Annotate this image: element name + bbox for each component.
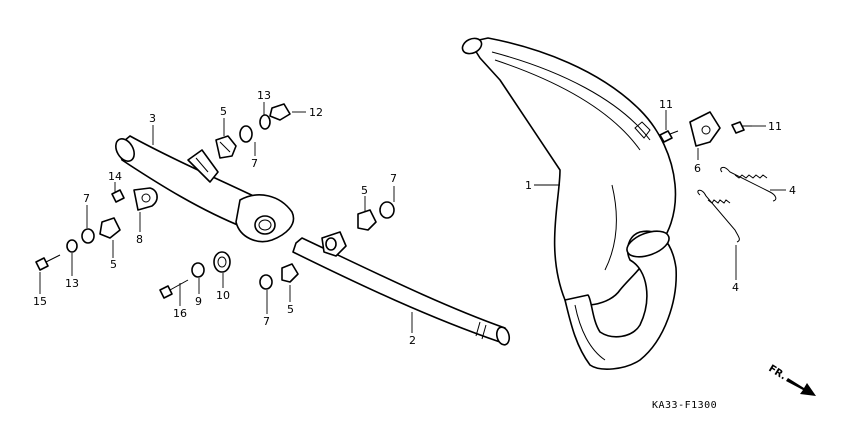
callout-13-top: 13 <box>257 89 271 102</box>
grommet-7-mid <box>379 201 395 219</box>
callout-11-left: 11 <box>659 98 673 111</box>
callout-9: 9 <box>195 295 202 308</box>
callout-12: 12 <box>309 106 323 119</box>
grommet-7-low <box>259 274 273 290</box>
bolt-11-left <box>659 130 679 143</box>
callout-2: 2 <box>409 334 416 347</box>
spring-lower <box>697 189 740 243</box>
expansion-chamber <box>461 37 677 370</box>
callout-5-top: 5 <box>220 105 227 118</box>
bolt-16 <box>159 279 189 299</box>
callout-13-left: 13 <box>65 277 79 290</box>
arrow-icon <box>786 378 816 396</box>
callout-4-lower: 4 <box>732 281 739 294</box>
callout-6: 6 <box>694 162 701 175</box>
grommet-7-left <box>81 228 95 244</box>
clamp-8 <box>133 187 158 211</box>
callout-5-left: 5 <box>110 258 117 271</box>
leader-lines <box>39 102 786 333</box>
front-direction-arrow: FR. <box>766 363 816 396</box>
callout-7-low: 7 <box>263 315 270 328</box>
bolt-11-right <box>731 121 752 134</box>
callout-5-mid: 5 <box>361 184 368 197</box>
bracket-6 <box>689 111 721 147</box>
callout-15: 15 <box>33 295 47 308</box>
callout-3: 3 <box>149 112 156 125</box>
callout-1: 1 <box>525 179 532 192</box>
joint-tube <box>115 135 295 243</box>
callout-7-mid: 7 <box>390 172 397 185</box>
callout-labels: 1 2 3 4 4 5 5 5 5 6 7 7 7 7 8 9 10 11 11… <box>33 89 796 347</box>
exhaust-pipe <box>292 231 511 346</box>
washer-13-left <box>66 239 78 253</box>
bolt-14 <box>111 189 125 203</box>
cap-5-mid <box>357 209 377 231</box>
callout-10: 10 <box>216 289 230 302</box>
collar-10 <box>213 251 231 273</box>
callout-7-top: 7 <box>251 157 258 170</box>
callout-11-right: 11 <box>768 120 782 133</box>
bolt-15 <box>35 254 61 271</box>
callout-5-low: 5 <box>287 303 294 316</box>
fr-label: FR. <box>766 363 788 382</box>
callout-14: 14 <box>108 170 122 183</box>
grommet-7-top <box>239 125 253 143</box>
nut-12 <box>269 103 291 121</box>
callout-8: 8 <box>136 233 143 246</box>
cap-5-top <box>215 135 237 159</box>
callout-7-left: 7 <box>83 192 90 205</box>
drawing-code: KA33-F1300 <box>652 400 717 411</box>
washer-9 <box>191 262 205 278</box>
callout-4-upper: 4 <box>789 184 796 197</box>
callout-16: 16 <box>173 307 187 320</box>
cap-5-left <box>99 217 121 239</box>
washer-13-top <box>259 114 271 130</box>
cap-5-low <box>281 263 299 283</box>
spring-upper <box>720 166 777 202</box>
